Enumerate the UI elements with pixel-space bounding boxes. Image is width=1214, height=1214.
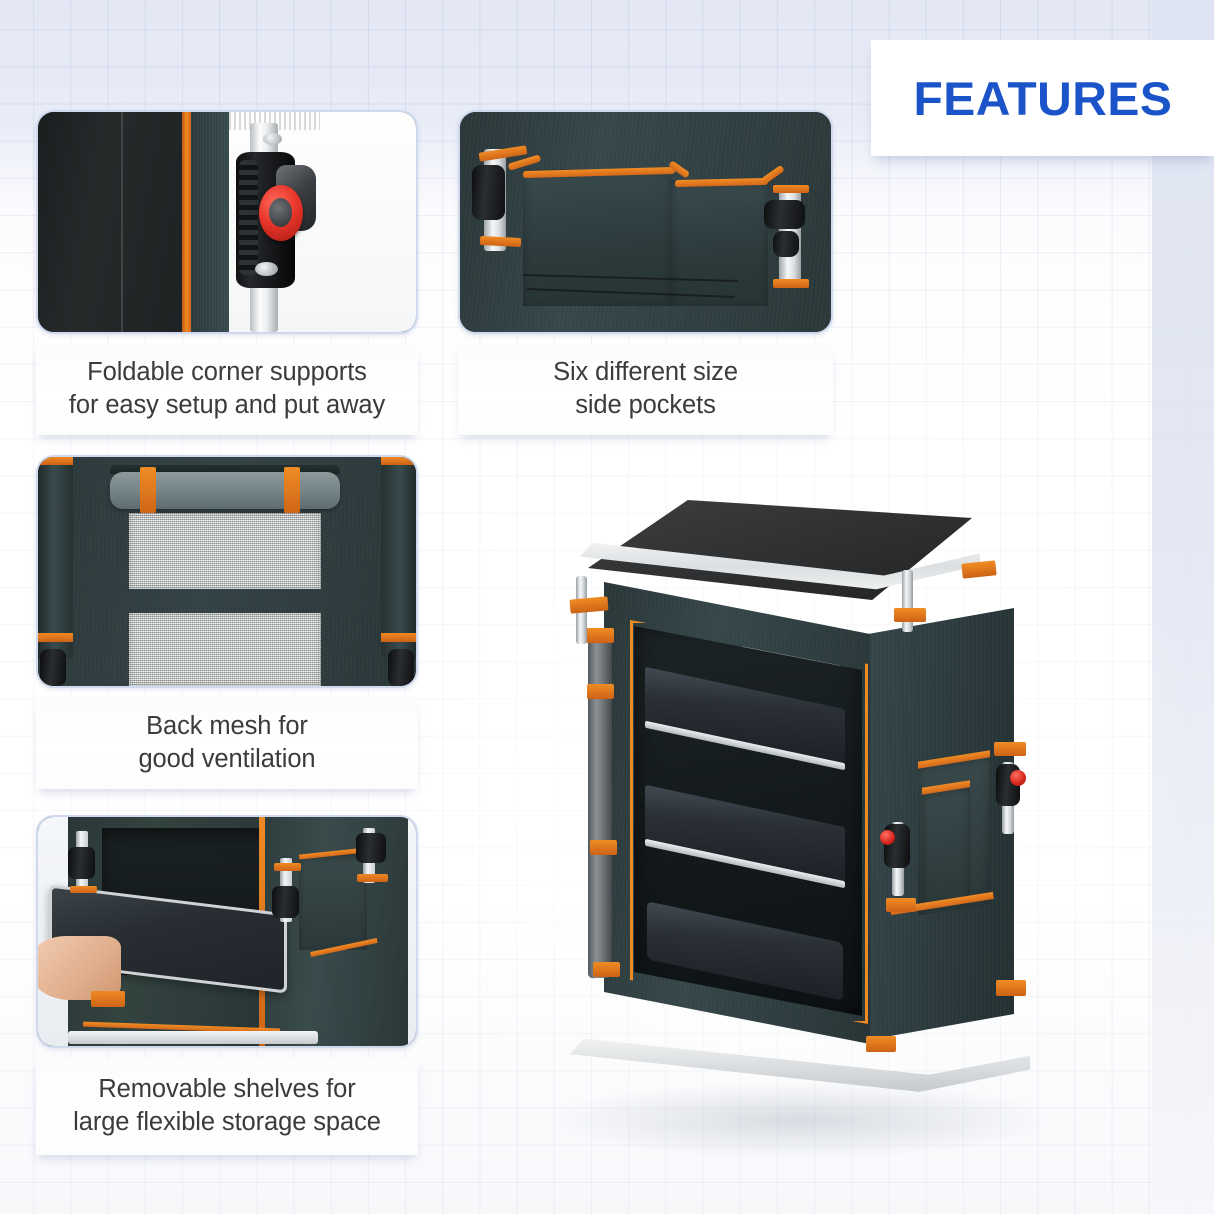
product-far-right-top-strap bbox=[961, 560, 997, 579]
photo3-right-clamp bbox=[387, 649, 415, 686]
page-title: FEATURES bbox=[913, 71, 1172, 125]
photo3-left-clamp bbox=[39, 649, 67, 686]
photo2-large-pocket bbox=[523, 169, 672, 306]
product-side-pocket-inner bbox=[922, 784, 970, 912]
photo2-right-lower-strap bbox=[773, 279, 809, 288]
photo1-black-panel bbox=[38, 112, 182, 332]
photo4-left-strap bbox=[70, 885, 97, 894]
photo1-lower-rivet bbox=[255, 261, 279, 276]
caption-line-1: Six different size bbox=[553, 357, 738, 386]
photo4-aluminium-base bbox=[68, 1031, 318, 1044]
photo4-hand bbox=[38, 936, 122, 1001]
photo4-side-pocket bbox=[298, 853, 367, 950]
feature-card-removable-shelves: Removable shelves for large flexible sto… bbox=[36, 815, 418, 1155]
caption-line-2: good ventilation bbox=[138, 745, 316, 773]
product-front-left-post bbox=[588, 629, 612, 979]
photo4-mid-clamp bbox=[272, 885, 299, 918]
photo2-right-upper-clamp bbox=[764, 200, 806, 229]
feature-caption-side-pockets: Six different size side pockets bbox=[458, 345, 833, 435]
photo3-left-post-top-cap bbox=[38, 457, 74, 465]
caption-line-1: Back mesh for bbox=[146, 711, 308, 740]
photo4-mid-strap bbox=[274, 862, 301, 871]
product-front-left-post-low-strap bbox=[590, 840, 617, 855]
photo3-handle-strap-left bbox=[140, 467, 156, 514]
photo3-right-post-bottom-cap bbox=[380, 633, 416, 643]
photo1-upper-rivet bbox=[262, 132, 282, 145]
photo1-grey-fabric bbox=[191, 112, 230, 332]
features-header-card: FEATURES bbox=[871, 40, 1214, 156]
photo3-mesh-panel-lower bbox=[128, 612, 322, 686]
feature-card-back-mesh: Back mesh for good ventilation bbox=[36, 455, 418, 789]
photo2-right-upper-strap bbox=[773, 184, 809, 194]
feature-card-side-pockets: Six different size side pockets bbox=[458, 110, 833, 435]
feature-photo-side-pockets bbox=[458, 110, 833, 334]
photo3-right-post bbox=[380, 457, 416, 659]
photo4-left-clamp bbox=[68, 846, 95, 879]
photo4-right-clamp bbox=[355, 833, 386, 863]
product-front-left-post-mid-strap bbox=[587, 684, 614, 699]
caption-line-2: for easy setup and put away bbox=[68, 391, 386, 419]
feature-photo-back-mesh bbox=[36, 455, 418, 688]
photo3-handle-strap-right bbox=[283, 467, 300, 514]
feature-caption-foldable-corner-supports: Foldable corner supports for easy setup … bbox=[36, 345, 418, 435]
photo2-left-clamp bbox=[471, 164, 506, 220]
main-product-image bbox=[510, 470, 1110, 1170]
caption-line-1: Removable shelves for bbox=[98, 1074, 356, 1103]
photo3-right-post-top-cap bbox=[380, 457, 416, 465]
photo3-handle-shadow bbox=[109, 465, 341, 475]
product-front-left-post-bottom-strap bbox=[593, 962, 620, 977]
feature-caption-removable-shelves: Removable shelves for large flexible sto… bbox=[36, 1059, 418, 1155]
product-right-bottom-strap bbox=[996, 980, 1026, 996]
feature-photo-foldable-corner-supports bbox=[36, 110, 418, 334]
product-front-bottom-strap bbox=[866, 1036, 896, 1052]
product-right-rear-red-knob bbox=[1010, 770, 1026, 786]
photo1-clamp-grip-ridges bbox=[239, 160, 259, 275]
product-front-left-leg-strap bbox=[569, 596, 609, 614]
photo3-mesh-panel-upper bbox=[128, 513, 322, 589]
photo3-left-post-bottom-cap bbox=[38, 633, 74, 643]
product-front-left-post-top-strap bbox=[586, 628, 614, 643]
caption-line-1: Foldable corner supports bbox=[87, 357, 367, 386]
photo2-right-lower-clamp bbox=[773, 230, 800, 258]
product-right-front-strap bbox=[886, 898, 916, 912]
product-floor-shadow bbox=[550, 1082, 1050, 1158]
photo2-small-pocket bbox=[671, 180, 768, 306]
photo1-orange-piping bbox=[181, 112, 192, 332]
product-rear-right-leg-strap bbox=[894, 608, 926, 622]
caption-line-2: side pockets bbox=[575, 391, 716, 419]
feature-photo-removable-shelves bbox=[36, 815, 418, 1048]
product-right-rear-strap bbox=[994, 742, 1026, 756]
feature-card-foldable-corner-supports: Foldable corner supports for easy setup … bbox=[36, 110, 418, 435]
caption-line-2: large flexible storage space bbox=[73, 1108, 381, 1136]
product-right-front-red-knob bbox=[880, 830, 895, 845]
feature-caption-back-mesh: Back mesh for good ventilation bbox=[36, 699, 418, 789]
photo1-knob-center-screw bbox=[268, 197, 292, 228]
photo4-right-strap bbox=[357, 874, 388, 883]
photo3-left-post bbox=[38, 457, 74, 659]
product-rear-right-leg bbox=[902, 570, 913, 632]
photo4-bottom-strap bbox=[90, 991, 125, 1008]
